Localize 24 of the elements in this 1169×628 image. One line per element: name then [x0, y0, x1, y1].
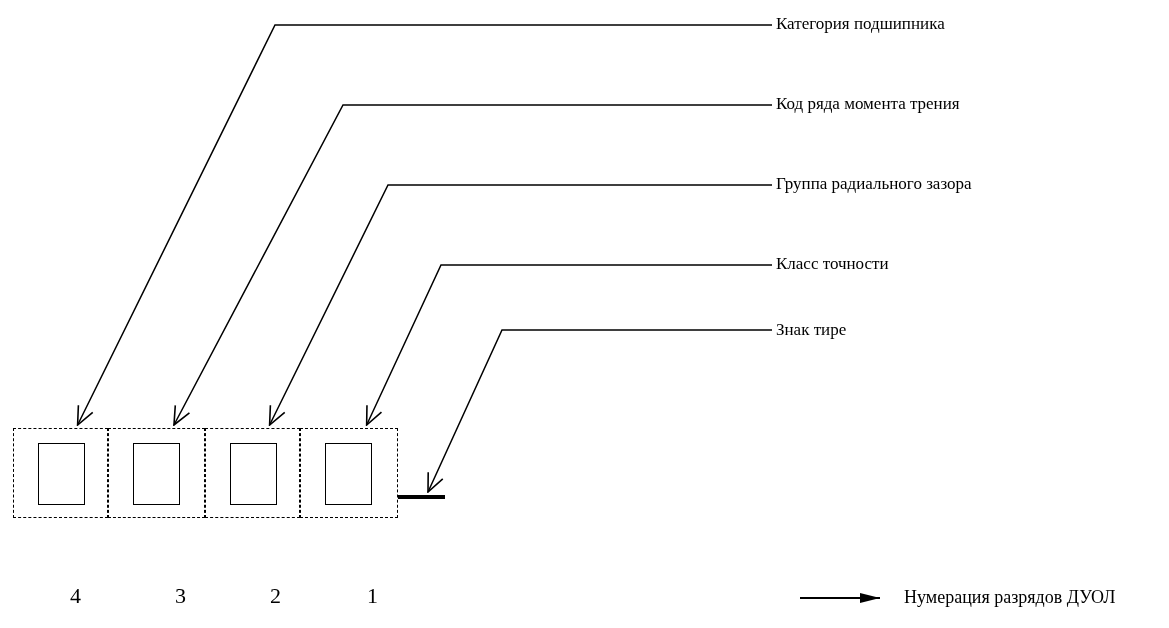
leader-arrow — [173, 104, 773, 426]
callout-text: Код ряда момента трения — [776, 94, 960, 114]
callout-text: Знак тире — [776, 320, 847, 340]
callout-text: Класс точности — [776, 254, 889, 274]
digit-slot-box — [230, 443, 277, 505]
digit-number: 3 — [175, 586, 186, 606]
legend-text: Нумерация разрядов ДУОЛ — [904, 587, 1116, 607]
leader-arrow — [427, 329, 773, 493]
digit-position-box — [108, 428, 205, 518]
digit-number: 1 — [367, 586, 378, 606]
leader-arrow — [365, 264, 773, 426]
callout-text: Категория подшипника — [776, 14, 945, 34]
leader-arrow — [268, 184, 773, 426]
digit-position-box — [13, 428, 108, 518]
digit-position-box — [300, 428, 398, 518]
digit-slot-box — [38, 443, 85, 505]
digit-position-box — [205, 428, 300, 518]
dash-mark — [398, 495, 445, 499]
leader-arrow — [76, 24, 773, 426]
callout-text: Группа радиального зазора — [776, 174, 972, 194]
digit-slot-box — [325, 443, 372, 505]
digit-number: 2 — [270, 586, 281, 606]
digit-number: 4 — [70, 586, 81, 606]
digit-slot-box — [133, 443, 180, 505]
